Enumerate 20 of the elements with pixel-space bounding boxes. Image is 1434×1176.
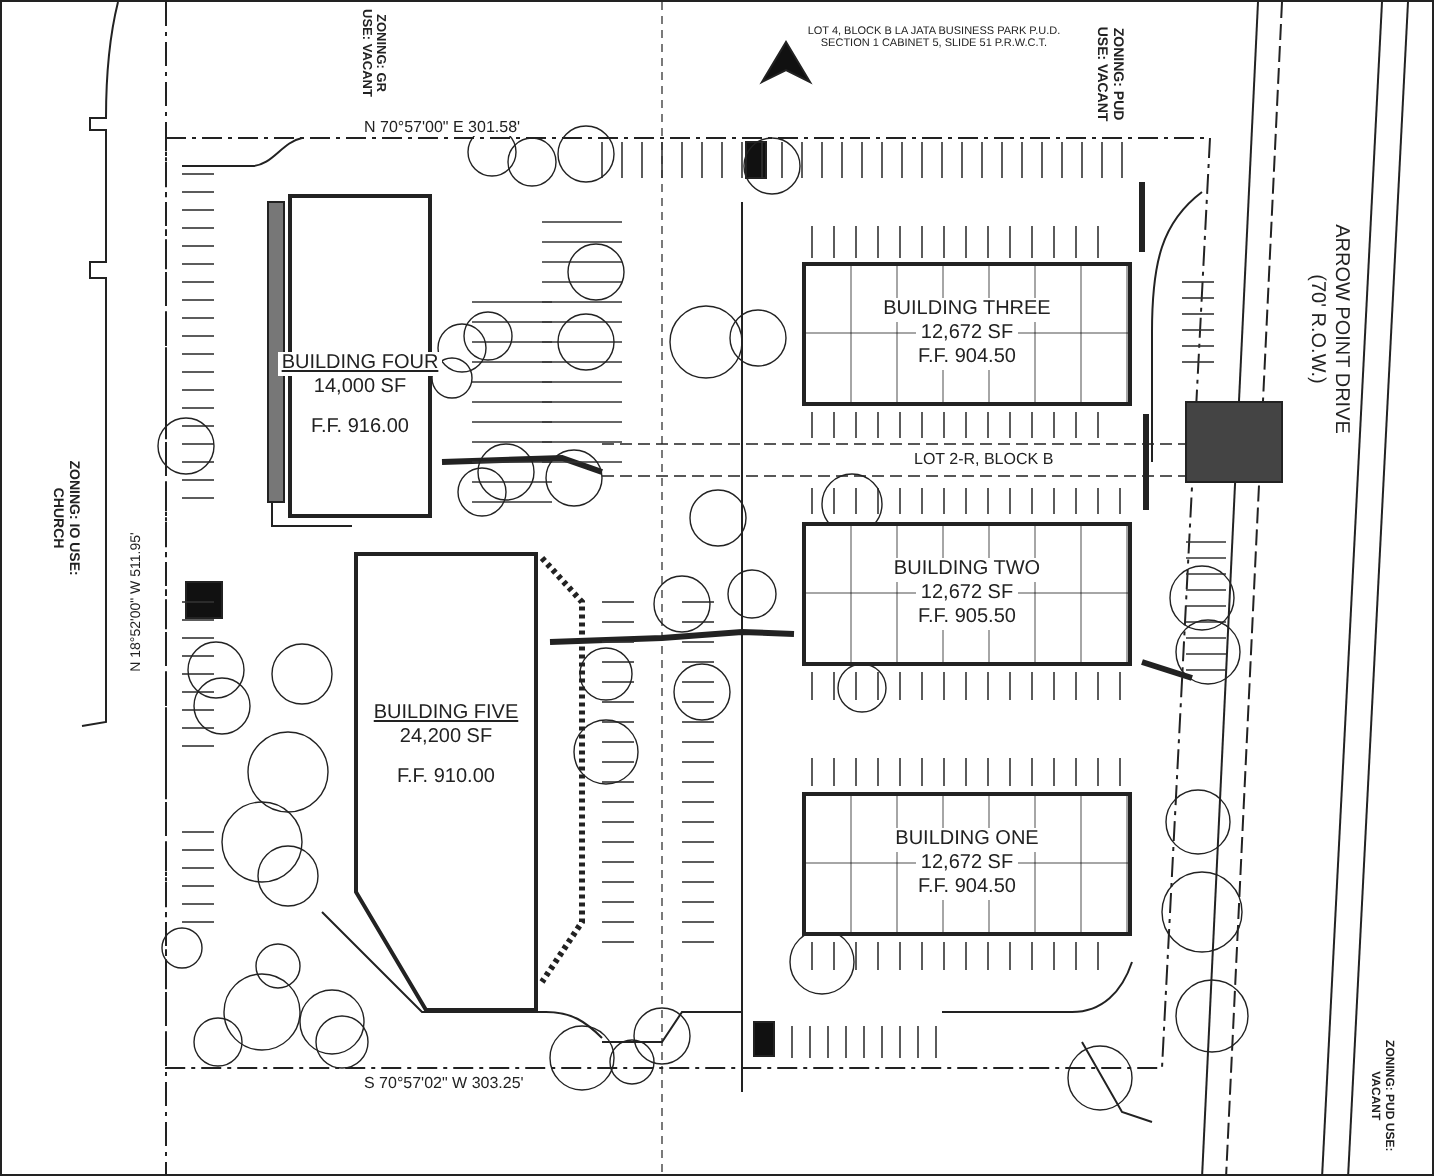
plan-note: LOT 2-R, BLOCK B: [912, 450, 1056, 469]
floor-elevation: F.F. 904.50: [914, 346, 1020, 370]
floor-area: 14,000 SF: [309, 376, 411, 400]
floor-area: 24,200 SF: [395, 726, 497, 750]
floor-area: 12,672 SF: [916, 582, 1018, 606]
floor-elevation: F.F. 905.50: [914, 606, 1020, 630]
building-name: BUILDING TWO: [889, 558, 1045, 582]
building-name: BUILDING ONE: [891, 828, 1043, 852]
building-name: BUILDING FOUR: [277, 352, 443, 376]
building-footprint: [802, 262, 1132, 406]
building-name: BUILDING FIVE: [369, 702, 523, 726]
floor-area: 12,672 SF: [916, 852, 1018, 876]
building-name: BUILDING THREE: [879, 298, 1055, 322]
building-footprint: [802, 792, 1132, 936]
building-footprint: [802, 522, 1132, 666]
floor-area: 12,672 SF: [916, 322, 1018, 346]
plan-note: N 70°57'00" E 301.58': [362, 118, 523, 137]
floor-elevation: F.F. 904.50: [914, 876, 1020, 900]
plan-note: S 70°57'02" W 303.25': [362, 1074, 526, 1093]
building-outline: [354, 552, 538, 1012]
